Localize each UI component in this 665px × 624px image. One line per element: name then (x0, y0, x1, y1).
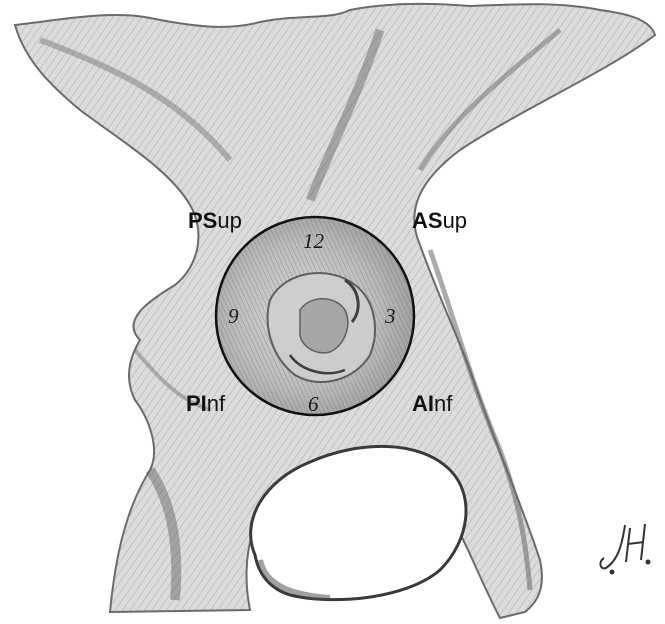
fossa-center (300, 299, 348, 353)
artist-signature (600, 524, 649, 574)
clock-6-label: 6 (308, 392, 319, 416)
label-anterior-superior: ASup (412, 208, 467, 233)
clock-9-label: 9 (228, 304, 239, 328)
clock-12-label: 12 (303, 229, 325, 253)
label-anterior-inferior: AInf (412, 391, 453, 416)
clock-3-label: 3 (384, 304, 396, 328)
label-posterior-superior: PSup (188, 208, 242, 233)
label-posterior-inferior: PInf (186, 391, 226, 416)
